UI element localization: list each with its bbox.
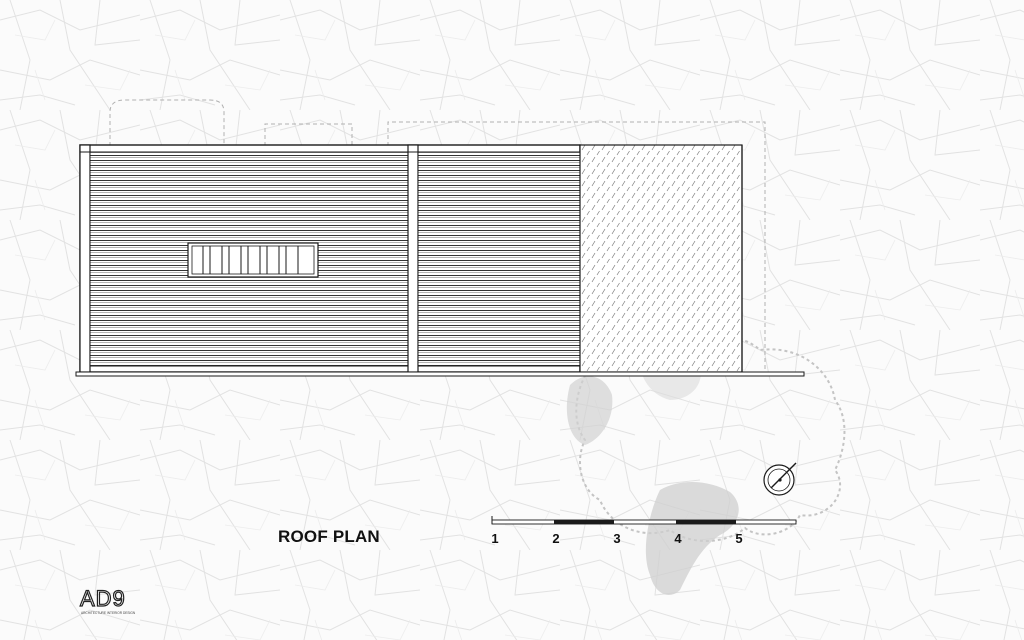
scale-label-2: 2 [552,531,560,546]
scale-label-5: 5 [735,531,743,546]
logo-tagline: ARCHITECTURE INTERIOR DESIGN [81,611,136,615]
logo-mark: AD9 [80,586,126,611]
tree-icon [566,334,846,595]
scale-bar [491,516,797,525]
scale-label-3: 3 [613,531,621,546]
drawing-title: ROOF PLAN [278,527,380,546]
skylight [187,242,319,278]
roof-slab [79,144,581,373]
glass-roof-area [579,144,743,373]
roof-eave-line [75,371,805,377]
scale-label-4: 4 [674,531,682,546]
scale-label-1: 1 [491,531,499,546]
north-arrow-icon [763,462,797,496]
ad9-logo: AD9 ARCHITECTURE INTERIOR DESIGN [79,586,136,615]
